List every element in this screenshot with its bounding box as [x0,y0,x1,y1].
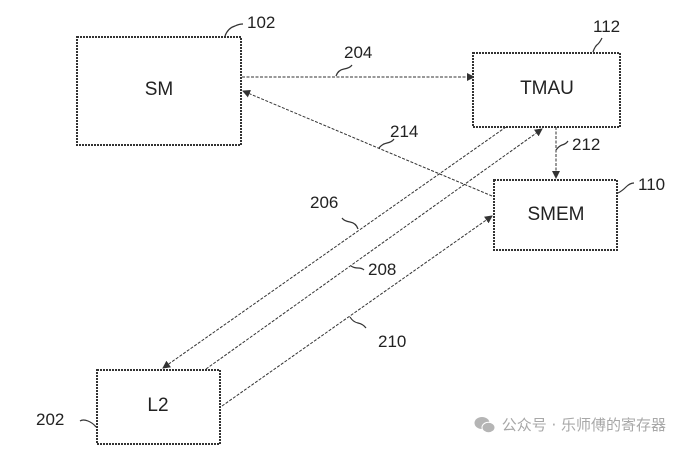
leader-210 [349,316,367,329]
block-smem: SMEM [493,179,618,251]
ref-208: 208 [368,260,396,279]
leader-204 [335,64,353,77]
block-tmau-label: TMAU [520,78,574,99]
ref-102: 102 [247,13,275,32]
block-sm-label: SM [145,79,174,100]
block-smem-label: SMEM [528,204,585,225]
leader-212 [555,140,569,151]
ref-206: 206 [310,193,338,212]
ref-202: 202 [36,410,64,429]
connection-210 [221,215,493,407]
connection-208 [205,128,543,370]
leader-110 [617,182,635,194]
connection-206 [162,126,507,369]
watermark: 公众号 · 乐师傅的寄存器 [474,414,666,435]
ref-112: 112 [593,17,620,36]
ref-210: 210 [378,332,406,351]
wechat-icon [474,416,496,434]
block-l2: L2 [96,369,221,445]
block-sm: SM [76,36,242,146]
block-tmau: TMAU [472,52,621,128]
ref-204: 204 [344,43,372,62]
leader-208 [350,265,365,271]
ref-110: 110 [638,175,665,194]
block-l2-label: L2 [147,395,168,416]
leader-202 [79,419,97,428]
connection-214 [242,90,493,197]
leader-214 [378,138,395,149]
leader-112 [592,37,603,53]
ref-214: 214 [390,122,418,141]
leader-102 [224,23,244,37]
watermark-text: 公众号 · 乐师傅的寄存器 [501,416,666,434]
leader-206 [341,217,359,230]
ref-212: 212 [572,135,600,154]
